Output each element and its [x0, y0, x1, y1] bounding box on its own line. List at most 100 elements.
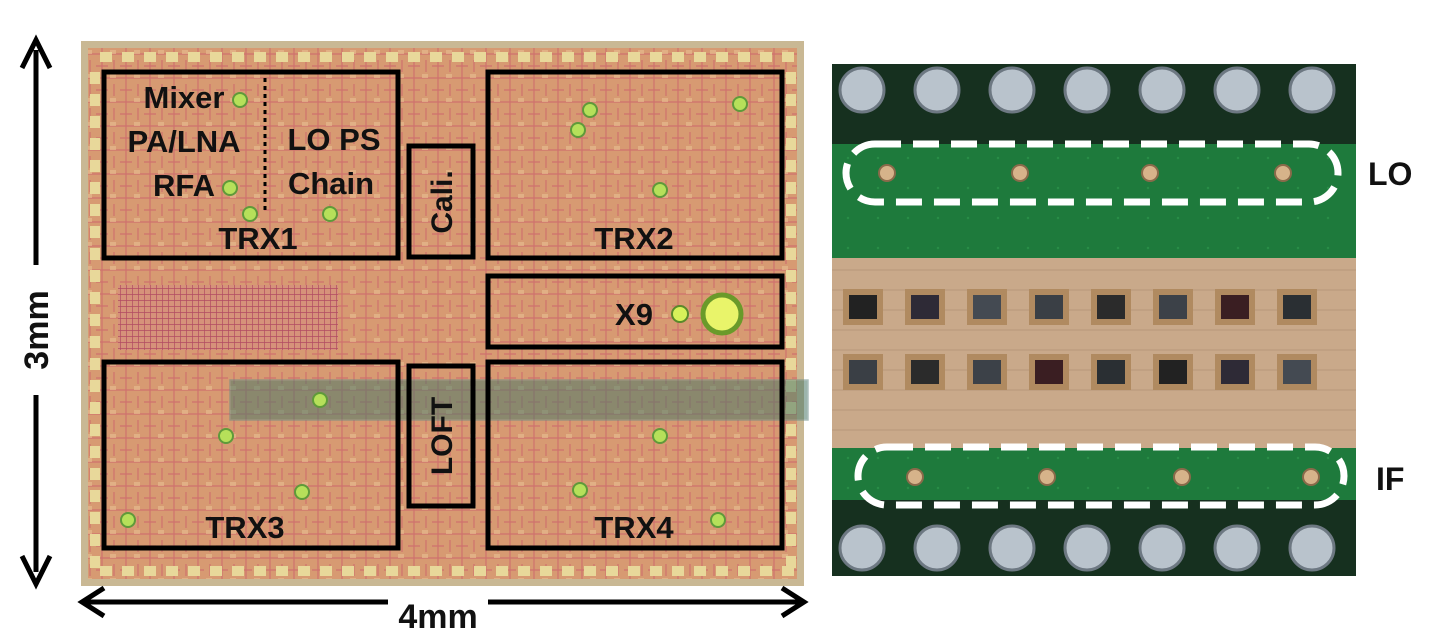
electrolytic-capacitor: [1138, 524, 1186, 572]
bond-pad: [386, 52, 398, 62]
x9-label: X9: [615, 297, 653, 332]
bond-pad: [90, 446, 100, 458]
bond-pad: [144, 566, 156, 576]
bond-pad: [584, 566, 596, 576]
electrolytic-capacitor: [988, 524, 1036, 572]
bond-pad: [786, 556, 796, 568]
if-connector: [906, 468, 924, 486]
cali-block: [406, 143, 476, 260]
die-chip: [1029, 289, 1069, 325]
bond-pad: [452, 52, 464, 62]
bond-pad: [90, 138, 100, 150]
bond-pad: [364, 566, 376, 576]
bond-pad: [364, 52, 376, 62]
via: [572, 482, 588, 498]
bond-pad: [100, 52, 112, 62]
bond-pad: [90, 556, 100, 568]
bond-pad: [738, 52, 750, 62]
bond-pad: [760, 52, 772, 62]
bond-pad: [786, 358, 796, 370]
arrow-up-icon: [19, 34, 53, 70]
bond-pad: [786, 116, 796, 128]
bond-pad: [122, 52, 134, 62]
bond-pad: [786, 490, 796, 502]
bond-pad: [518, 52, 530, 62]
x9-large-ring: [700, 292, 744, 336]
bond-pad: [144, 52, 156, 62]
green-vias: [120, 92, 748, 528]
die-chip: [905, 354, 945, 390]
trx1-sub-lops: LO PS: [287, 122, 380, 157]
trx1-sub-rfa: RFA: [153, 168, 215, 203]
if-label: IF: [1376, 461, 1404, 497]
bond-pad: [122, 566, 134, 576]
electrolytic-capacitor: [1213, 66, 1261, 114]
die-chip: [1277, 289, 1317, 325]
bond-pad: [90, 94, 100, 106]
bond-pad: [210, 566, 222, 576]
bond-pad: [90, 116, 100, 128]
bond-pad: [786, 446, 796, 458]
electrolytic-capacitor: [1213, 524, 1261, 572]
bond-pad: [672, 566, 684, 576]
lo-connector: [878, 164, 896, 182]
bond-pad: [694, 566, 706, 576]
if-dashed-outline: [854, 443, 1348, 509]
width-label: 4mm: [398, 598, 477, 634]
bond-pad: [606, 52, 618, 62]
bond-pad: [786, 468, 796, 480]
bond-pad: [90, 72, 100, 84]
bond-pad: [298, 52, 310, 62]
arrow-right-icon: [780, 585, 809, 619]
electrolytic-capacitor: [838, 66, 886, 114]
height-dimension: 3mm: [18, 34, 56, 590]
bond-pad: [90, 270, 100, 282]
via: [232, 92, 248, 108]
bond-pad: [474, 566, 486, 576]
bond-pad: [694, 52, 706, 62]
bond-pad: [166, 52, 178, 62]
via: [294, 484, 310, 500]
die-chip: [1215, 289, 1255, 325]
via: [120, 512, 136, 528]
bond-pad: [650, 52, 662, 62]
bond-pad: [786, 314, 796, 326]
electrolytic-capacitor: [1063, 66, 1111, 114]
bond-pad: [628, 52, 640, 62]
die-chip: [1091, 354, 1131, 390]
if-connector: [1173, 468, 1191, 486]
capacitor-array: [118, 285, 338, 350]
bond-pad: [650, 566, 662, 576]
bond-pad: [342, 52, 354, 62]
trx1-sub-mixer: Mixer: [144, 80, 225, 115]
bond-pad: [90, 336, 100, 348]
chip-carrier-area: [832, 258, 1356, 448]
bond-pad: [628, 566, 640, 576]
bond-pad: [100, 566, 112, 576]
bond-pad: [562, 52, 574, 62]
bond-pad: [90, 534, 100, 546]
bond-pad: [716, 566, 728, 576]
arrow-down-icon: [19, 554, 53, 590]
bond-pad: [90, 402, 100, 414]
bond-pad: [298, 566, 310, 576]
bond-pad: [232, 52, 244, 62]
if-connector: [1302, 468, 1320, 486]
via: [732, 96, 748, 112]
bond-pad: [430, 566, 442, 576]
die-chip: [1277, 354, 1317, 390]
lo-connector: [1274, 164, 1292, 182]
trx3-block: [101, 359, 401, 551]
electrolytic-capacitor: [913, 524, 961, 572]
trx3-label: TRX3: [205, 510, 284, 545]
bond-pad: [496, 566, 508, 576]
via: [322, 206, 338, 222]
bond-pad: [254, 566, 266, 576]
chip-array: [843, 289, 1317, 390]
bond-pad: [90, 292, 100, 304]
electrolytic-capacitor: [1288, 524, 1336, 572]
trx1-sub-chain: Chain: [288, 166, 374, 201]
via: [312, 392, 328, 408]
bond-pad: [672, 52, 684, 62]
